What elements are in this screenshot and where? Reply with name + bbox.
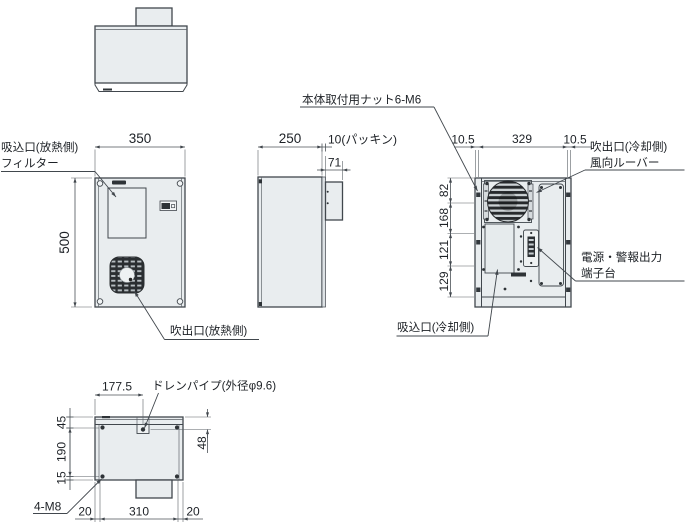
side-view: 250 10(パッキン) 71 <box>257 131 397 308</box>
filter-panel <box>107 187 147 239</box>
label-outlet-heat-side: 吹出口(放熱側) <box>170 324 247 338</box>
label-intake-cool-side: 吸込口(冷却側) <box>397 321 474 334</box>
nameplate <box>159 200 177 211</box>
dim-rear-v2: 168 <box>437 208 451 228</box>
m8-bolt-icon <box>174 474 180 479</box>
dim-rear-v1: 82 <box>437 184 451 198</box>
hinge-screw-icon <box>258 179 262 184</box>
top-view-front-strip <box>94 82 188 92</box>
dim-drain-x: 177.5 <box>102 380 132 394</box>
louver-outlet-cool-side <box>483 180 534 223</box>
corner-screw-icon <box>176 298 184 305</box>
dim-bottom-bot: 15 <box>55 471 69 485</box>
label-outlet-cool-side: 吹出口(冷却側) <box>590 140 667 154</box>
m8-bolt-icon <box>100 425 105 430</box>
top-view-duct <box>135 7 173 27</box>
label-mounting-nut: 本体取付用ナット6-M6 <box>302 93 421 107</box>
front-view: 350 500 吸込口(放熱側) フィルター 吹出口(放熱側) <box>1 131 259 340</box>
dim-rear-v4: 129 <box>437 271 451 291</box>
bottom-view-mark <box>102 416 110 419</box>
hinge-screw-icon <box>258 302 262 306</box>
top-view <box>94 7 188 92</box>
side-view-duct <box>324 181 344 221</box>
dim-rear-flange-left: 10.5 <box>451 133 475 147</box>
label-bolt-spec: 4-M8 <box>34 500 62 514</box>
terminal-block <box>523 229 539 267</box>
drain-pipe <box>136 417 150 434</box>
m8-bolt-icon <box>100 474 105 479</box>
intake-panel-cool-side <box>484 223 515 274</box>
side-view-body <box>257 176 323 308</box>
corner-screw-icon <box>96 298 104 305</box>
service-panel <box>538 183 564 287</box>
fan-outlet-heat-side <box>109 256 145 294</box>
label-terminal-block: 端子台 <box>581 266 616 280</box>
dim-side-duct: 71 <box>328 156 342 170</box>
dim-bottom-mid: 190 <box>55 442 69 462</box>
dim-rear-width: 329 <box>512 132 532 146</box>
dim-front-width: 350 <box>129 131 152 146</box>
cable-gland <box>511 272 526 277</box>
label-power-alarm-output: 電源・警報出力 <box>581 250 662 264</box>
top-view-body <box>94 25 188 84</box>
dim-side-packing: 10(パッキン) <box>328 133 397 147</box>
label-intake-heat-side: 吸込口(放熱側) <box>1 140 78 154</box>
dim-drain-y: 48 <box>195 436 209 450</box>
dim-side-depth: 250 <box>279 131 302 146</box>
dim-bolt-left: 20 <box>78 505 92 519</box>
bottom-view: 177.5 ドレンパイプ(外径φ9.6) 45 190 15 48 <box>33 380 276 522</box>
dim-bottom-top: 45 <box>55 416 69 430</box>
m8-bolt-icon <box>174 425 180 430</box>
dim-bolt-right: 20 <box>186 505 200 519</box>
packing-strip <box>321 176 326 308</box>
label-drain-pipe: ドレンパイプ(外径φ9.6) <box>152 380 276 393</box>
mounting-nuts-m6 <box>476 192 571 292</box>
dim-bolt-mid: 310 <box>129 505 149 519</box>
dim-rear-flange-right: 10.5 <box>563 133 587 147</box>
dim-rear-v3: 121 <box>437 240 451 260</box>
rear-view: 10.5 329 10.5 82 168 121 129 本体取付用ナット6-M… <box>300 93 685 337</box>
bottom-view-duct <box>135 479 173 499</box>
label-filter: フィルター <box>1 157 59 170</box>
brand-logo-mark <box>112 180 126 185</box>
corner-screw-icon <box>96 180 104 187</box>
label-louver: 風向ルーバー <box>590 156 659 170</box>
dim-front-height: 500 <box>57 231 72 254</box>
corner-screw-icon <box>176 180 184 187</box>
